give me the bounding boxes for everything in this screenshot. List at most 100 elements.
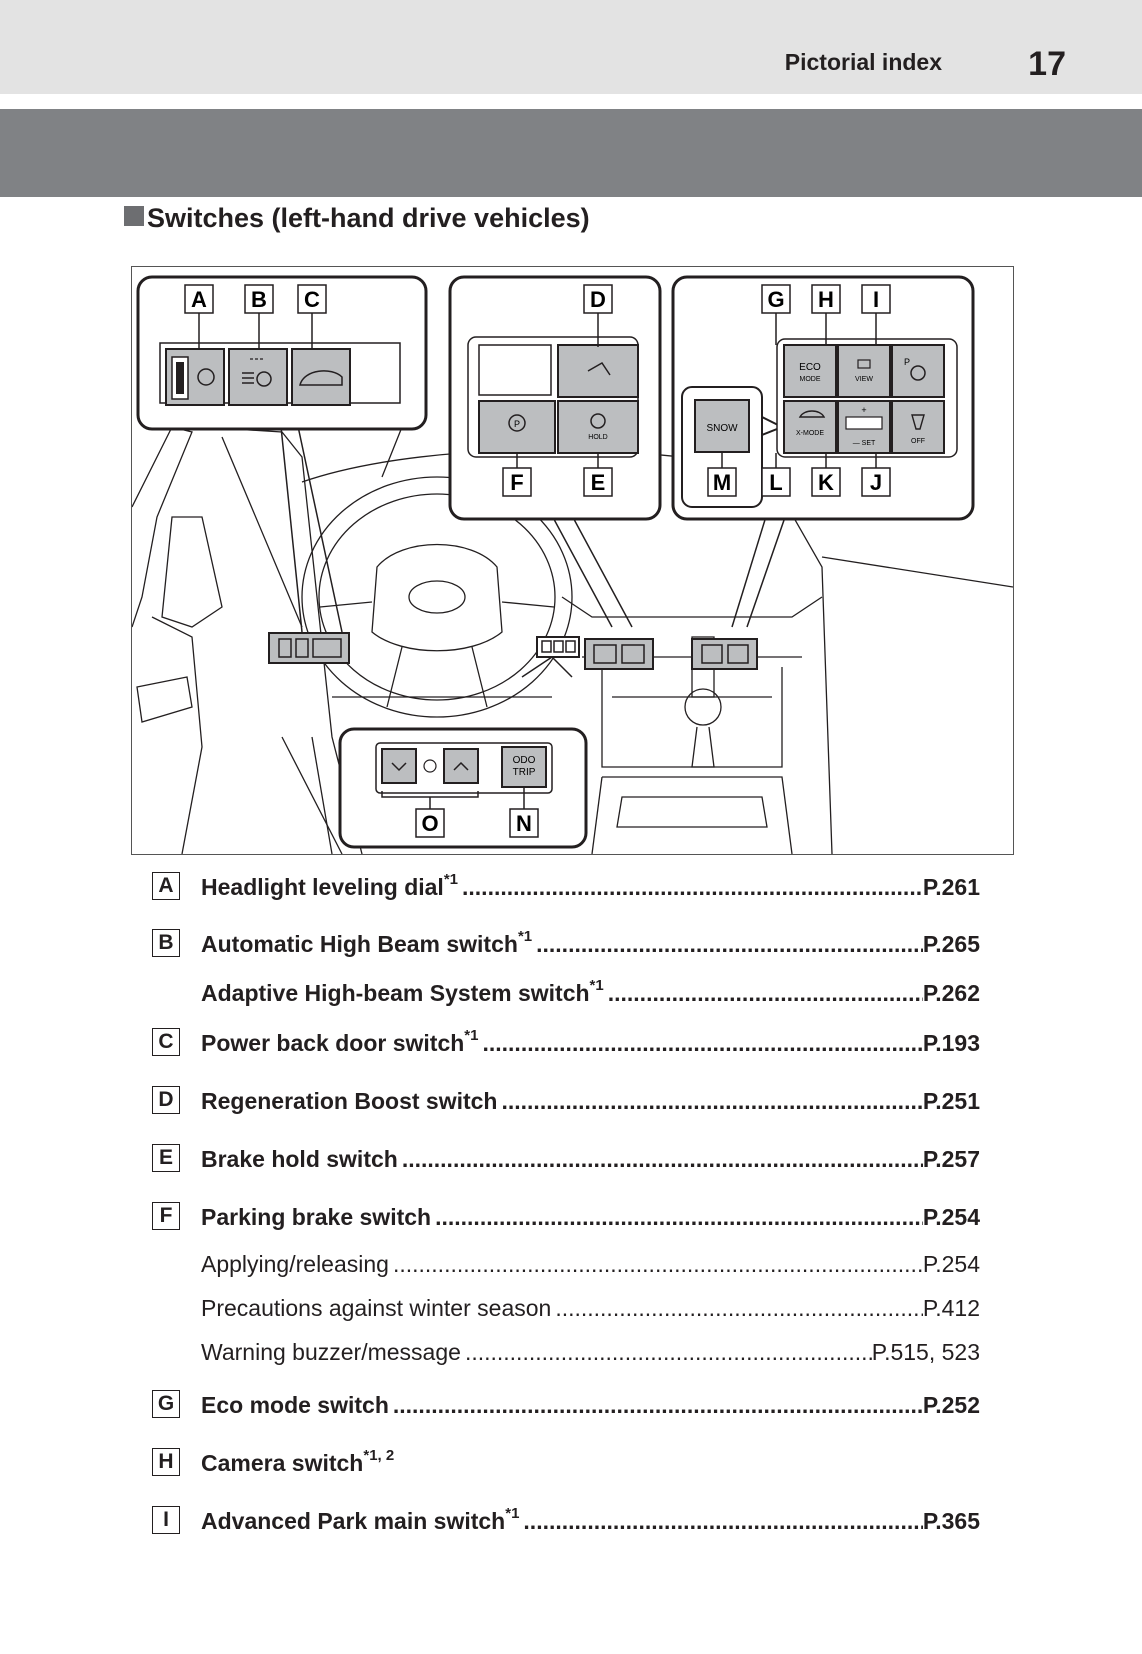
page-reference[interactable]: P.193	[922, 1030, 980, 1056]
list-item: A Headlight leveling dial*1 P.261	[152, 871, 980, 901]
eco-text: ECO	[799, 362, 821, 373]
item-label: Camera switch*1, 2	[201, 1447, 395, 1476]
item-letter: C	[152, 1028, 180, 1056]
leader-dots	[393, 1392, 923, 1419]
item-label: Regeneration Boost switch	[201, 1088, 498, 1114]
item-note: *1	[443, 871, 459, 889]
chapter-band	[0, 109, 1142, 197]
page-reference[interactable]: P.412	[922, 1295, 980, 1321]
item-letter: A	[152, 872, 180, 900]
item-note: *1	[589, 977, 604, 995]
leader-dots	[501, 1088, 922, 1115]
mode-text: MODE	[800, 376, 821, 383]
callout-H: H	[818, 287, 834, 312]
page-reference[interactable]: P.254	[922, 1204, 980, 1230]
callout-A: A	[191, 287, 207, 312]
item-letter: G	[152, 1390, 180, 1418]
list-item: H Camera switch*1, 2	[152, 1447, 980, 1477]
parking-brake-p: P	[514, 419, 520, 429]
list-item: Adaptive High-beam System switch*1 P.262	[152, 977, 980, 1007]
item-label: Warning buzzer/message	[201, 1339, 461, 1365]
leader-dots	[393, 1251, 923, 1278]
item-note: *1	[464, 1027, 479, 1045]
item-label: Advanced Park main switch*1	[201, 1505, 520, 1534]
item-label: Eco mode switch	[201, 1392, 389, 1418]
leader-dots	[465, 1339, 872, 1366]
callout-B: B	[251, 287, 267, 312]
page-reference[interactable]: P.261	[922, 874, 980, 900]
item-label: Brake hold switch	[201, 1146, 398, 1172]
item-label: Power back door switch*1	[201, 1027, 479, 1056]
callout-C: C	[304, 287, 320, 312]
callout-F: F	[510, 470, 523, 495]
leader-dots	[435, 1204, 923, 1231]
set-text: — SET	[853, 440, 876, 447]
view-text: VIEW	[855, 376, 873, 383]
callout-O: O	[421, 811, 438, 836]
list-item: I Advanced Park main switch*1 P.365	[152, 1505, 980, 1535]
item-label: Automatic High Beam switch*1	[201, 928, 533, 957]
header-band	[0, 0, 1142, 94]
page-reference[interactable]: P.257	[922, 1146, 980, 1172]
xmode-text: X-MODE	[796, 430, 824, 437]
header-title: Pictorial index	[784, 49, 942, 75]
list-item: G Eco mode switch P.252	[152, 1390, 980, 1419]
page-reference[interactable]: P.254	[922, 1251, 980, 1277]
section-square-icon	[124, 206, 144, 226]
page-reference[interactable]: P.251	[922, 1088, 980, 1114]
off-text: OFF	[911, 438, 925, 445]
section-title: Switches (left-hand drive vehicles)	[124, 203, 590, 234]
odo-text: ODO	[513, 755, 536, 766]
callout-M: M	[713, 470, 731, 495]
section-title-text: Switches (left-hand drive vehicles)	[147, 203, 590, 233]
callout-D: D	[590, 287, 606, 312]
item-note: *1, 2	[363, 1447, 395, 1465]
callout-I: I	[873, 287, 879, 312]
item-letter: B	[152, 929, 180, 957]
item-label: Adaptive High-beam System switch*1	[201, 977, 604, 1006]
item-label: Applying/releasing	[201, 1251, 389, 1277]
plus-text: +	[861, 405, 866, 415]
list-item: C Power back door switch*1 P.193	[152, 1027, 980, 1057]
snow-text: SNOW	[706, 423, 738, 434]
leader-dots	[402, 1146, 923, 1173]
page-reference[interactable]: P.252	[922, 1392, 980, 1418]
page-reference[interactable]: P.365	[922, 1508, 980, 1534]
item-letter: F	[152, 1202, 180, 1230]
item-label: Headlight leveling dial*1	[201, 871, 459, 900]
leader-dots	[523, 1508, 922, 1535]
item-note: *1	[517, 928, 533, 946]
item-letter: H	[152, 1448, 180, 1476]
list-subitem: Applying/releasing P.254	[152, 1251, 980, 1278]
hold-text: HOLD	[588, 434, 607, 441]
callout-G: G	[767, 287, 784, 312]
item-label: Parking brake switch	[201, 1204, 432, 1230]
page-reference[interactable]: P.265	[922, 931, 980, 957]
list-item: E Brake hold switch P.257	[152, 1144, 980, 1173]
page-reference[interactable]: P.515, 523	[871, 1339, 980, 1365]
item-letter: D	[152, 1086, 180, 1114]
item-letter: I	[152, 1506, 180, 1534]
page-reference[interactable]: P.262	[922, 980, 980, 1006]
list-item: D Regeneration Boost switch P.251	[152, 1086, 980, 1115]
dashboard-illustration: A B C P HOLD D F E	[132, 275, 1013, 854]
page-number: 17	[1028, 45, 1066, 83]
list-subitem: Precautions against winter season P.412	[152, 1295, 980, 1322]
leader-dots	[482, 1030, 922, 1057]
item-label: Precautions against winter season	[201, 1295, 552, 1321]
switch-location-figure: A B C P HOLD D F E	[131, 266, 1014, 855]
item-letter: E	[152, 1144, 180, 1172]
callout-N: N	[516, 811, 532, 836]
list-item: F Parking brake switch P.254	[152, 1202, 980, 1231]
callout-E: E	[591, 470, 606, 495]
list-item: B Automatic High Beam switch*1 P.265	[152, 928, 980, 958]
leader-dots	[608, 980, 923, 1007]
trip-text: TRIP	[513, 767, 536, 778]
park-p-text: P	[904, 357, 910, 367]
callout-K: K	[818, 470, 834, 495]
callout-L: L	[769, 470, 782, 495]
callout-J: J	[870, 470, 882, 495]
leader-dots	[536, 931, 923, 958]
leader-dots	[462, 874, 923, 901]
leader-dots	[555, 1295, 923, 1322]
